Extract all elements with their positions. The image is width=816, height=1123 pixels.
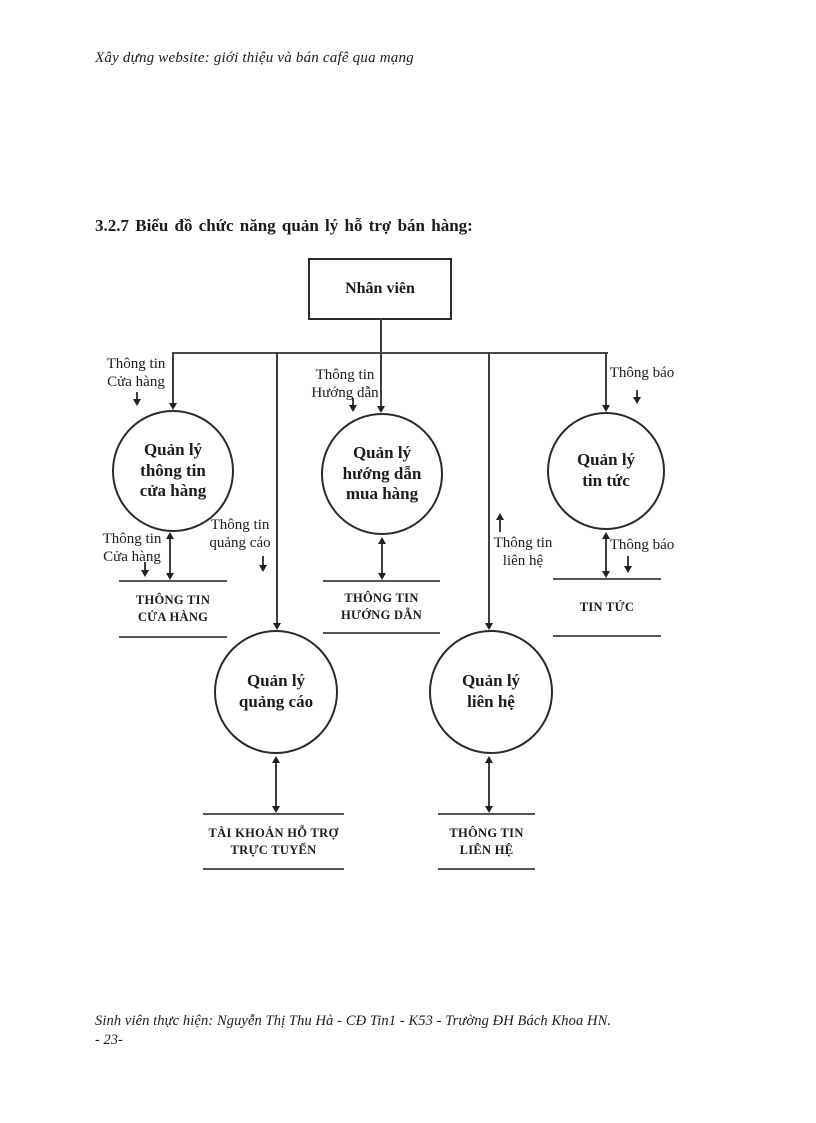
arrowhead-down-icon	[141, 570, 149, 577]
arrowhead-down-icon	[273, 623, 281, 630]
connector-line	[380, 318, 382, 406]
connector-line	[499, 519, 501, 532]
connector-line	[605, 538, 607, 572]
datastore-tin-tuc: TIN TỨC	[553, 578, 661, 637]
document-footer: Sinh viên thực hiện: Nguyễn Thị Thu Hà -…	[95, 1013, 612, 1029]
connector-line	[276, 352, 278, 623]
connector-line	[488, 352, 490, 623]
connector-line	[627, 556, 629, 567]
page-number: - 23-	[95, 1032, 123, 1048]
connector-line	[605, 352, 607, 405]
arrowhead-down-icon	[166, 573, 174, 580]
arrowhead-down-icon	[624, 566, 632, 573]
arrowhead-down-icon	[602, 405, 610, 412]
flow-label-thong-bao-bottom: Thông báo	[609, 537, 675, 553]
connector-line	[262, 556, 264, 566]
connector-line	[172, 352, 174, 403]
arrowhead-up-icon	[272, 756, 280, 763]
arrowhead-down-icon	[485, 623, 493, 630]
arrowhead-down-icon	[349, 405, 357, 412]
connector-line	[636, 390, 638, 398]
section-title: 3.2.7 Biểu đồ chức năng quản lý hỗ trợ b…	[95, 216, 473, 235]
arrowhead-down-icon	[485, 806, 493, 813]
arrowhead-down-icon	[378, 573, 386, 580]
arrowhead-down-icon	[133, 399, 141, 406]
entity-box-nhan-vien: Nhân viên	[308, 258, 452, 320]
arrowhead-down-icon	[169, 403, 177, 410]
arrowhead-up-icon	[496, 513, 504, 520]
connector-line	[144, 562, 146, 571]
arrowhead-down-icon	[272, 806, 280, 813]
arrowhead-up-icon	[378, 537, 386, 544]
connector-line	[136, 392, 138, 400]
connector-line	[352, 398, 354, 406]
arrowhead-down-icon	[602, 571, 610, 578]
arrowhead-down-icon	[259, 565, 267, 572]
arrowhead-up-icon	[602, 532, 610, 539]
connector-line	[488, 762, 490, 808]
connector-line	[381, 543, 383, 575]
connector-line	[275, 762, 277, 808]
flow-label-thong-bao-top: Thông báo	[609, 365, 675, 381]
connector-line	[173, 352, 608, 354]
connector-line	[169, 539, 171, 575]
arrowhead-up-icon	[485, 756, 493, 763]
arrowhead-down-icon	[377, 406, 385, 413]
arrowhead-down-icon	[633, 397, 641, 404]
document-header: Xây dựng website: giới thiệu và bán cafê…	[95, 50, 414, 66]
arrowhead-up-icon	[166, 532, 174, 539]
